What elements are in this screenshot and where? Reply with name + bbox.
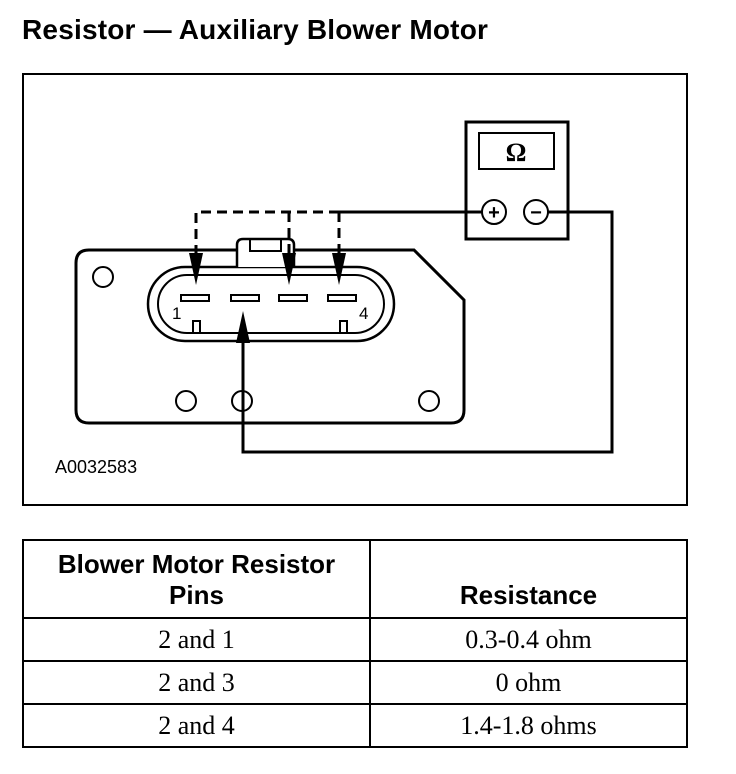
column-header-resistance: Resistance	[369, 539, 688, 619]
ohmmeter-display	[478, 132, 555, 170]
positive-test-lead-alt	[194, 210, 339, 265]
page-title: Resistor — Auxiliary Blower Motor	[22, 14, 489, 45]
resistance-cell: 0.3-0.4 ohm	[369, 617, 688, 662]
key-notch	[339, 320, 348, 334]
pin-3-slot	[278, 294, 308, 302]
probe-tip-icon	[332, 253, 346, 285]
pin-4-slot	[327, 294, 357, 302]
figure-id: A0032583	[55, 457, 138, 477]
pins-cell: 2 and 1	[22, 617, 371, 662]
pin-1-slot	[180, 294, 210, 302]
pins-cell: 2 and 3	[22, 660, 371, 705]
pin-label-4: 4	[359, 304, 368, 323]
connector-outer	[146, 265, 396, 343]
resistor-body	[74, 248, 466, 425]
pin-2-slot	[230, 294, 260, 302]
mounting-hole	[418, 390, 440, 412]
table-row: 2 and 1 0.3-0.4 ohm	[22, 617, 688, 662]
resistance-spec-table: Blower Motor Resistor Pins Resistance 2 …	[22, 539, 688, 748]
diagram-figure: 1 4 Ω + − A0032583	[22, 73, 688, 506]
probe-tip-icon	[282, 253, 296, 285]
probe-tip-icon	[236, 311, 250, 343]
column-header-pins: Blower Motor Resistor Pins	[22, 539, 371, 619]
connector-latch	[235, 237, 296, 267]
svg-text:−: −	[530, 202, 542, 224]
mounting-hole	[175, 390, 197, 412]
table-header-row: Blower Motor Resistor Pins Resistance	[22, 539, 688, 619]
pin-label-1: 1	[172, 304, 181, 323]
table-row: 2 and 3 0 ohm	[22, 660, 688, 705]
pins-cell: 2 and 4	[22, 703, 371, 748]
resistance-cell: 0 ohm	[369, 660, 688, 705]
key-notch	[192, 320, 201, 334]
ohm-symbol: Ω	[506, 138, 527, 167]
ohmmeter-body	[464, 120, 570, 241]
table-row: 2 and 4 1.4-1.8 ohms	[22, 703, 688, 748]
probe-tip-icon	[189, 253, 203, 285]
connector-inner	[157, 274, 385, 334]
negative-test-lead	[241, 210, 614, 454]
svg-text:+: +	[488, 202, 500, 224]
resistor-test-diagram: 1 4 Ω + −	[74, 120, 614, 454]
resistance-cell: 1.4-1.8 ohms	[369, 703, 688, 748]
mounting-hole	[92, 266, 114, 288]
